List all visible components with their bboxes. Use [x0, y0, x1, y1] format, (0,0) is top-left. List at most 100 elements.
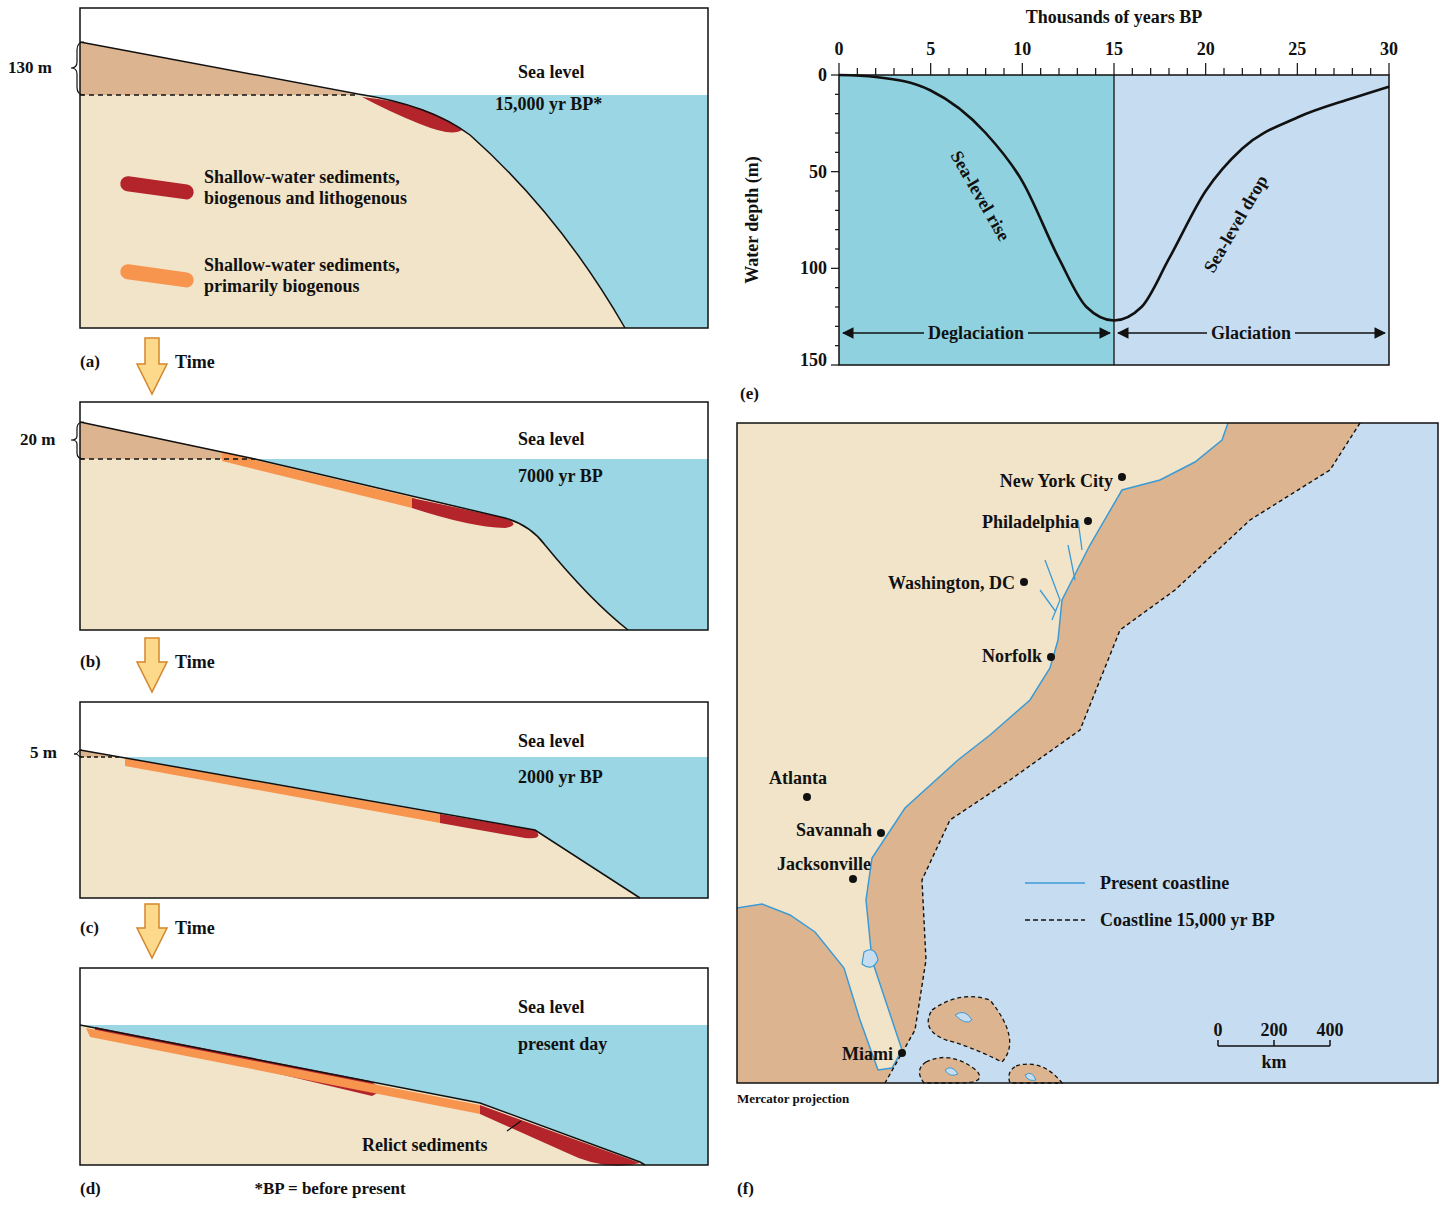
legend-entry: Shallow-water sediments, biogenous and l…	[120, 167, 454, 208]
time-arrow	[137, 904, 167, 958]
panel-frame	[80, 8, 708, 328]
axis-tick	[835, 229, 839, 230]
figure-label: Jacksonville	[777, 854, 871, 875]
axis-tick	[1260, 68, 1261, 75]
panel-frame	[80, 968, 708, 1165]
figure-label: Savannah	[796, 820, 872, 841]
figure-label: Time	[175, 918, 215, 939]
axis-tick	[1388, 63, 1389, 75]
figure-label: 200	[1261, 1020, 1288, 1041]
figure-label: 100	[800, 258, 827, 279]
sea-level-curve	[839, 75, 1389, 321]
bay-outline	[1040, 520, 1082, 620]
present-land	[737, 423, 1228, 1070]
figure-label: 0	[1214, 1020, 1223, 1041]
figure-label: 5	[926, 39, 935, 60]
figure-label: 15,000 yr BP*	[495, 94, 602, 115]
figure-label: Miami	[842, 1044, 893, 1065]
figure-label: Sea-level drop	[1200, 172, 1273, 277]
land-surface	[80, 750, 640, 898]
panel-bg	[80, 702, 708, 898]
figure-label: Relict sediments	[362, 1135, 487, 1156]
figure-label: New York City	[1000, 471, 1113, 492]
figure-label: Mercator projection	[737, 1092, 849, 1107]
axis-tick	[835, 94, 839, 95]
ocean	[737, 423, 1438, 1083]
bank	[928, 997, 1009, 1062]
bracket	[71, 422, 84, 459]
city-dot	[1020, 578, 1028, 586]
axis-tick	[1132, 68, 1133, 75]
figure-label: (f)	[737, 1179, 754, 1199]
map-frame	[737, 423, 1438, 1083]
figure-label: 400	[1317, 1020, 1344, 1041]
axis-tick	[1095, 68, 1096, 75]
figure-label: 0	[818, 65, 827, 86]
axis-tick	[835, 306, 839, 307]
figure-label: Sea-level rise	[946, 147, 1014, 244]
figure-label: 10	[1013, 39, 1031, 60]
red-sediment	[440, 814, 538, 838]
figure-label: 30	[1380, 39, 1398, 60]
legend-swatch	[119, 175, 194, 200]
orange-sediment	[125, 758, 440, 823]
figure-label: km	[1261, 1052, 1286, 1073]
orange-sediment	[222, 452, 415, 508]
figure-label: 5 m	[30, 743, 57, 763]
figure-label: Water depth (m)	[742, 156, 763, 284]
axis-tick	[1022, 63, 1023, 75]
panel-frame	[80, 402, 708, 630]
panel-bg	[80, 402, 708, 630]
bracket	[71, 42, 84, 95]
axis-tick	[967, 68, 968, 75]
figure-label: 2000 yr BP	[518, 767, 603, 788]
present-coastline	[737, 423, 1228, 1070]
axis-tick	[831, 268, 839, 269]
figure-label: (a)	[80, 352, 100, 372]
legend-text: Present coastline	[1100, 873, 1229, 894]
legend-text: Coastline 15,000 yr BP	[1100, 910, 1275, 931]
old-sea-level	[80, 94, 358, 95]
axis-tick	[1187, 68, 1188, 75]
axis-tick	[930, 63, 931, 75]
legend-entry: Shallow-water sediments, primarily bioge…	[120, 255, 454, 296]
panel-c	[74, 702, 708, 958]
axis-tick	[1040, 68, 1041, 75]
panel-f	[737, 423, 1438, 1083]
axis-tick	[1150, 68, 1151, 75]
axis-tick	[835, 190, 839, 191]
figure-label: Deglaciation	[924, 323, 1028, 344]
legend-text: Shallow-water sediments, biogenous and l…	[204, 167, 454, 208]
legend-entry: Coastline 15,000 yr BP	[1100, 910, 1275, 931]
figure-label: 50	[809, 162, 827, 183]
axis-tick	[835, 248, 839, 249]
figure-label: (d)	[80, 1179, 101, 1199]
city-dot	[1118, 473, 1126, 481]
legend-entry: Present coastline	[1100, 873, 1229, 894]
orange-sediment	[86, 1028, 480, 1114]
figure-label: 7000 yr BP	[518, 466, 603, 487]
time-arrow	[137, 638, 167, 692]
scale-bar	[1218, 1040, 1330, 1046]
axis-tick	[985, 68, 986, 75]
figure-label: Time	[175, 352, 215, 373]
figure-label: 25	[1288, 39, 1306, 60]
figure-label: Thousands of years BP	[1026, 7, 1203, 28]
relict-sediment	[480, 1105, 640, 1166]
axis-tick	[1352, 68, 1353, 75]
axis-tick	[1278, 68, 1279, 75]
figure-label: *BP = before present	[254, 1179, 405, 1199]
axis-tick	[1077, 68, 1078, 75]
axis-tick	[831, 74, 839, 75]
axis-tick	[835, 287, 839, 288]
lake	[862, 950, 878, 967]
legend-line	[1025, 919, 1085, 921]
axis-tick	[912, 68, 913, 75]
axis-tick	[1297, 63, 1298, 75]
figure-label: (e)	[740, 384, 759, 404]
axis-tick	[1333, 68, 1334, 75]
figure-label: 150	[800, 350, 827, 371]
axis-tick	[1113, 63, 1114, 75]
sea	[358, 95, 708, 328]
